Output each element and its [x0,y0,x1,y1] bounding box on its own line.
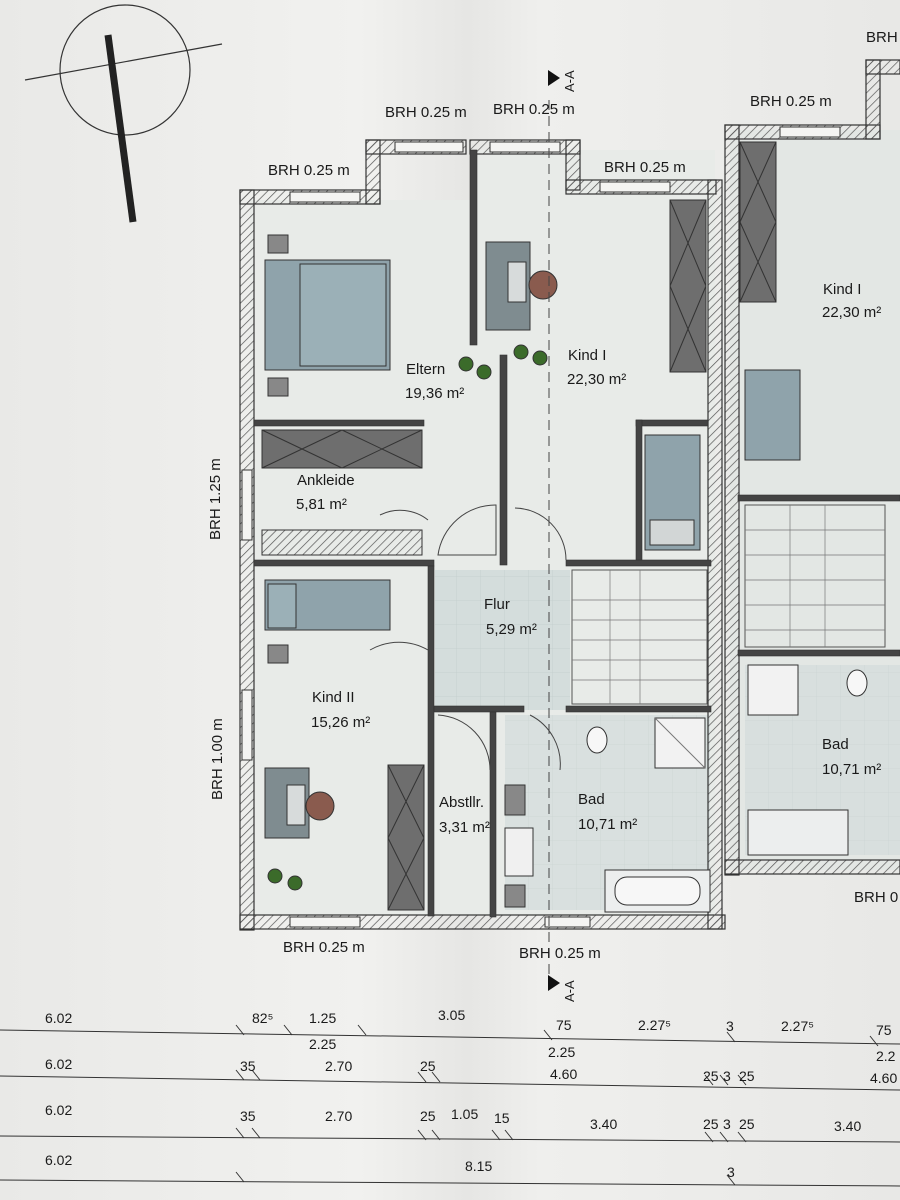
dim-row3-v1: 2.70 [325,1108,353,1124]
dim-row3-v9: 3.40 [834,1118,862,1134]
dim-row1-v5: 2.25 [548,1044,576,1060]
room-eltern-area: 19,36 m² [405,385,465,402]
dim-row2-v1: 2.70 [325,1058,353,1074]
brh-label-bottom-mid: BRH 0.25 m [519,945,601,962]
windows [241,126,841,928]
dim-row2-total: 6.02 [45,1056,73,1072]
dim-row4-total: 6.02 [45,1152,73,1168]
section-mark-top: A-A [562,70,577,92]
dim-row3-v5: 3.40 [590,1116,618,1132]
dim-row2-v2: 25 [420,1058,436,1074]
brh-label-top-left: BRH 0.25 m [268,162,350,179]
room-flur-area: 5,29 m² [486,621,537,638]
dim-row1-v7: 3 [726,1018,734,1034]
brh-label-top-right: BRH 0.25 m [750,93,832,110]
brh-label-top-mid-left: BRH 0.25 m [385,104,467,121]
dim-row3-v4: 15 [494,1110,510,1126]
room-eltern-name: Eltern [406,361,446,378]
dim-row2-v0: 35 [240,1058,256,1074]
dim-row1-v6: 2.27⁵ [638,1017,672,1033]
room-kind1-name: Kind I [568,347,607,364]
doors [369,504,567,771]
room-kind1-right-name: Kind I [823,281,862,298]
dim-row2-v7: 4.60 [870,1070,898,1086]
dim-row1-v10: 2.2 [876,1048,896,1064]
dim-row3-v7: 3 [723,1116,731,1132]
room-bad-area: 10,71 m² [578,816,638,833]
dim-row1-v8: 2.27⁵ [781,1018,815,1034]
dim-row1-v9: 75 [876,1022,892,1038]
dim-row3-v6: 25 [703,1116,719,1132]
section-mark-bottom: A-A [562,980,577,1002]
room-ankleide-area: 5,81 m² [296,496,347,513]
room-bad-right-name: Bad [822,736,849,753]
dim-row2-v5: 3 [723,1068,731,1084]
room-bad-name: Bad [578,791,605,808]
brh-label-bottom-left: BRH 0.25 m [283,939,365,956]
room-kind1-right-area: 22,30 m² [822,304,882,321]
dim-row1-v4: 75 [556,1017,572,1033]
dim-row3-v0: 35 [240,1108,256,1124]
section-line [548,70,560,991]
brh-label-bottom-right: BRH 0 [854,889,899,906]
dim-row1-total: 6.02 [45,1010,73,1026]
dim-row4-v1: 3 [727,1164,735,1180]
room-kind2-area: 15,26 m² [311,714,371,731]
dim-row3-v2: 25 [420,1108,436,1124]
interior-walls [253,149,900,918]
dim-row1-v2: 2.25 [309,1036,337,1052]
room-flur-name: Flur [484,596,510,613]
room-kind1-area: 22,30 m² [567,371,627,388]
furniture [261,141,886,913]
room-kind2-name: Kind II [312,689,355,706]
floor-fills [250,130,900,915]
dim-row1-v0: 82⁵ [252,1010,274,1026]
dim-row2-v4: 25 [703,1068,719,1084]
dim-row3-v8: 25 [739,1116,755,1132]
brh-label-top-mid: BRH 0.25 m [493,101,575,118]
dim-row2-v6: 25 [739,1068,755,1084]
dimension-lines [0,1024,900,1187]
room-abstellr-area: 3,31 m² [439,819,490,836]
room-abstellr-name: Abstllr. [439,794,485,811]
dim-row4-v0: 8.15 [465,1158,493,1174]
compass-icon [24,4,223,223]
brh-label-left-lower: BRH 1.00 m [209,718,226,800]
dim-row1-v1: 1.25 [309,1010,337,1026]
room-ankleide-name: Ankleide [297,472,355,489]
dim-row1-v3: 3.05 [438,1007,466,1023]
room-bad-right-area: 10,71 m² [822,761,882,778]
dim-row3-v3: 1.05 [451,1106,479,1122]
brh-label-top-far-right: BRH [866,29,898,46]
brh-label-top-right-inner: BRH 0.25 m [604,159,686,176]
dim-row2-v3: 4.60 [550,1066,578,1082]
brh-label-left-upper: BRH 1.25 m [207,458,224,540]
dim-row3-total: 6.02 [45,1102,73,1118]
